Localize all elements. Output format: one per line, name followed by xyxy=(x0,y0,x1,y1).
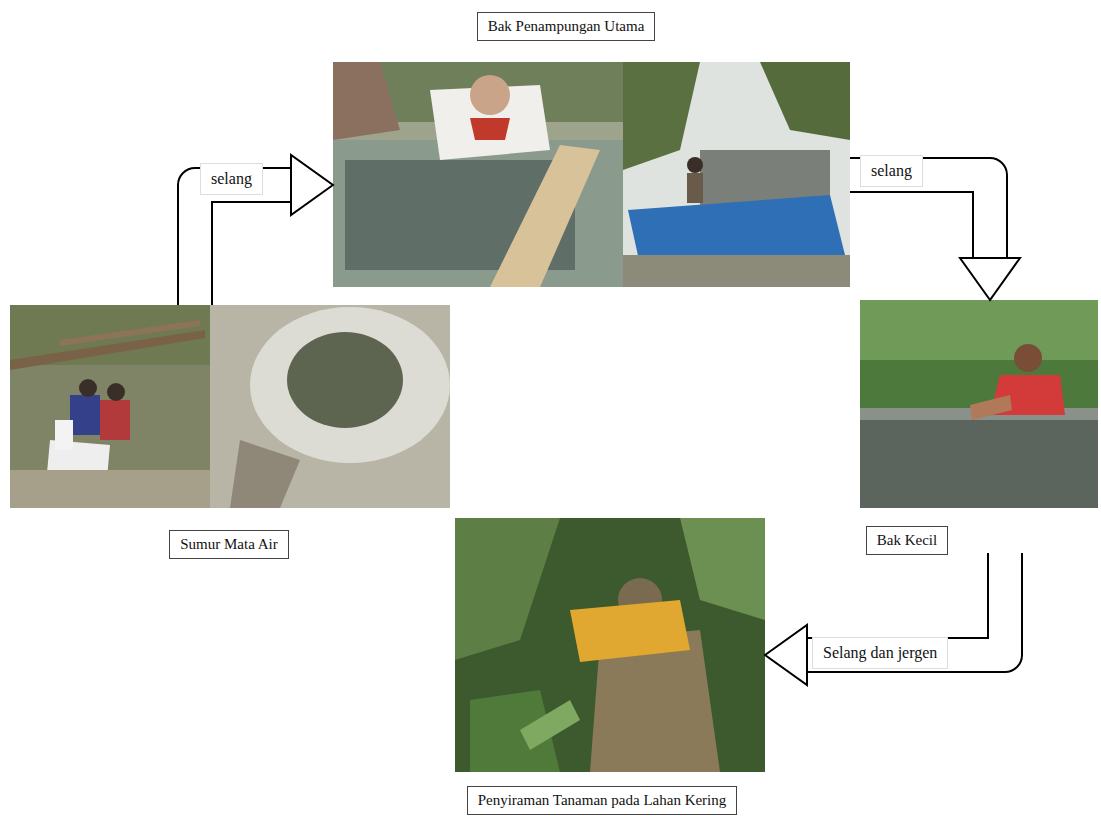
watering-photo xyxy=(455,518,765,772)
node-label: Penyiraman Tanaman pada Lahan Kering xyxy=(478,792,727,809)
node-label: Bak Penampungan Utama xyxy=(488,18,645,35)
arrow-outline xyxy=(850,175,990,259)
label-box: Bak Penampungan Utama xyxy=(477,12,656,41)
label-box: Penyiraman Tanaman pada Lahan Kering xyxy=(467,786,738,815)
photo-node: Sumur Mata Air xyxy=(10,305,450,562)
edge-label: selang xyxy=(211,170,252,188)
photo-node: Bak Penampungan Utama xyxy=(333,2,850,287)
small-tank-photo xyxy=(860,300,1098,508)
photo-node: Penyiraman Tanaman pada Lahan Kering xyxy=(445,518,765,818)
arrow-outline xyxy=(195,185,292,305)
block-arrow xyxy=(195,155,333,305)
photo-node: Bak Kecil xyxy=(860,300,1098,553)
node-label: Bak Kecil xyxy=(877,532,937,549)
edge-label-box: selang xyxy=(200,163,263,195)
edge-label-box: Selang dan jergen xyxy=(812,637,948,669)
edge-label-box: selang xyxy=(860,155,923,187)
arrow-head xyxy=(291,155,333,215)
edge-label: selang xyxy=(871,162,912,180)
arrow-head xyxy=(960,258,1020,300)
arrow-body xyxy=(195,185,292,305)
node-label: Sumur Mata Air xyxy=(180,536,278,553)
block-arrow xyxy=(765,553,1005,685)
spring-well-photo xyxy=(10,305,450,508)
edge-label: Selang dan jergen xyxy=(823,644,937,662)
main-tank-photo xyxy=(333,62,850,287)
label-box: Bak Kecil xyxy=(866,526,948,555)
arrow-head xyxy=(765,625,807,685)
block-arrow xyxy=(850,175,1020,300)
label-box: Sumur Mata Air xyxy=(169,530,289,559)
arrow-body xyxy=(850,175,990,259)
